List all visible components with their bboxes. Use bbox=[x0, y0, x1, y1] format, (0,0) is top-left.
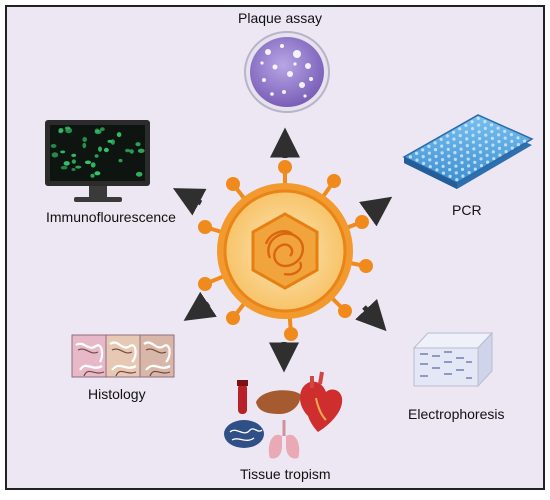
virus-icon bbox=[198, 160, 373, 341]
pcr-label: PCR bbox=[452, 202, 482, 218]
heart-icon bbox=[299, 371, 343, 432]
arrow-to-pcr bbox=[359, 196, 393, 227]
arrow-to-histology bbox=[183, 291, 217, 321]
monitor-icon bbox=[45, 120, 150, 202]
tissue-slide-icon bbox=[71, 334, 175, 378]
arrows bbox=[172, 127, 393, 373]
liver-icon bbox=[256, 390, 301, 414]
lungs-icon bbox=[268, 420, 300, 459]
immunoflourescence-label: Immunoflourescence bbox=[46, 209, 176, 225]
blood-tube-icon bbox=[237, 380, 248, 414]
plaque-assay-label: Plaque assay bbox=[238, 10, 323, 26]
gel-icon bbox=[412, 331, 494, 388]
arrow-to-immuno bbox=[172, 188, 207, 216]
pcr-plate-icon bbox=[402, 114, 534, 189]
petri-dish-icon bbox=[244, 31, 330, 113]
organs-icon bbox=[224, 371, 343, 459]
brain-icon bbox=[224, 420, 264, 448]
arrow-to-electro bbox=[355, 298, 387, 332]
histology-label: Histology bbox=[88, 386, 146, 402]
tissue-tropism-label: Tissue tropism bbox=[240, 466, 331, 482]
electrophoresis-label: Electrophoresis bbox=[408, 406, 505, 422]
